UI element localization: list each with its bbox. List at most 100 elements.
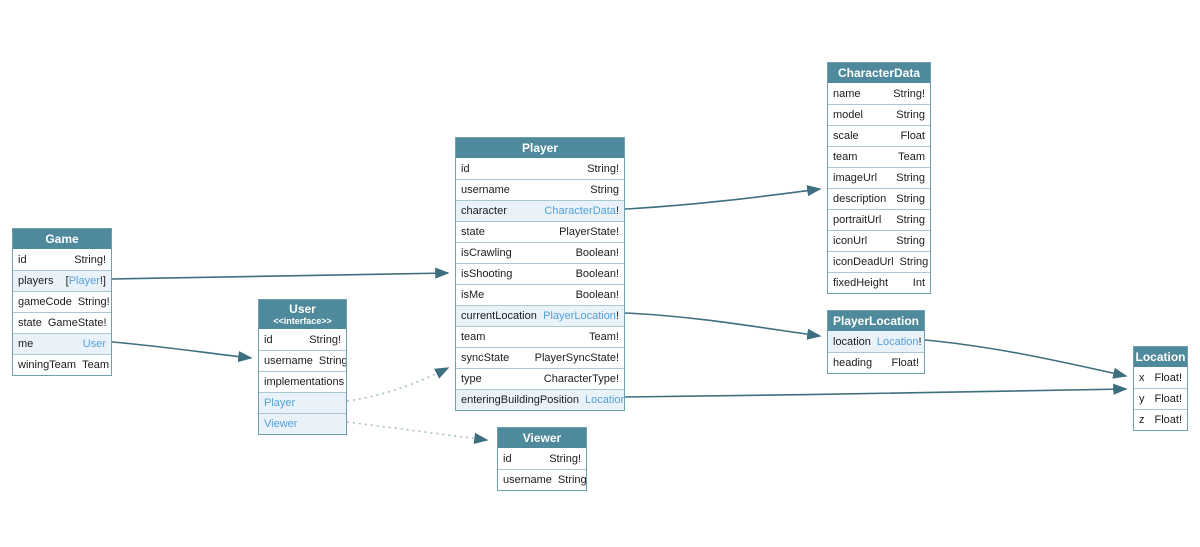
field-row-characterdata-portraiturl[interactable]: portraitUrl String [828,209,930,230]
field-row-user-viewer[interactable]: Viewer [259,413,346,434]
field-row-player-syncstate[interactable]: syncState PlayerSyncState! [456,347,624,368]
type-name: String [899,256,929,268]
field-row-user-username[interactable]: username String [259,350,346,371]
field-row-characterdata-icondeadurl[interactable]: iconDeadUrl String [828,251,930,272]
field-name: isShooting [461,268,513,280]
field-type: Boolean! [576,289,619,301]
field-row-location-x[interactable]: x Float! [1134,367,1187,388]
type-title: User [289,302,316,316]
field-type: GameState! [48,317,107,329]
field-type: Float! [1154,393,1182,405]
edge-player-character-to-characterdata[interactable] [624,185,822,210]
field-name: location [833,335,871,348]
type-table-player[interactable]: Player id String! username String charac… [455,137,625,411]
field-name: isCrawling [461,247,512,259]
field-row-playerlocation-location[interactable]: location Location! [828,331,924,352]
edge-user-viewer-to-viewer[interactable] [346,421,489,444]
type-table-playerlocation[interactable]: PlayerLocation location Location! headin… [827,310,925,374]
field-row-user-player[interactable]: Player [259,392,346,413]
field-row-player-state[interactable]: state PlayerState! [456,221,624,242]
type-subtitle: <<interface>> [273,316,332,326]
field-type: String [896,172,925,184]
type-name: Location [876,335,919,348]
field-row-characterdata-model[interactable]: model String [828,104,930,125]
field-row-characterdata-scale[interactable]: scale Float [828,125,930,146]
type-table-header[interactable]: Viewer [498,428,586,448]
field-row-player-isme[interactable]: isMe Boolean! [456,284,624,305]
edge-game-me-to-user[interactable] [111,341,253,363]
field-row-player-isshooting[interactable]: isShooting Boolean! [456,263,624,284]
type-name: String! [549,452,581,465]
edge-playerlocation-location-to-location[interactable] [924,339,1128,379]
field-row-characterdata-iconurl[interactable]: iconUrl String [828,230,930,251]
type-title: Game [45,231,79,246]
field-row-characterdata-team[interactable]: team Team [828,146,930,167]
field-rows: id String! username String character Cha… [456,158,624,410]
field-type: CharacterType! [544,373,619,385]
type-table-header[interactable]: Player [456,138,624,158]
type-name: Team [82,359,109,371]
field-row-player-type[interactable]: type CharacterType! [456,368,624,389]
field-row-user-id[interactable]: id String! [259,329,346,350]
field-row-game-winingteam[interactable]: winingTeam Team [13,354,111,375]
type-name: Team [898,151,925,163]
field-row-game-gamecode[interactable]: gameCode String! [13,291,111,312]
field-name: model [833,109,863,121]
field-row-player-username[interactable]: username String [456,179,624,200]
field-row-player-enteringbuildingposition[interactable]: enteringBuildingPosition Location [456,389,624,410]
type-table-location[interactable]: Location x Float! y Float! z Float! [1133,346,1188,431]
field-row-game-state[interactable]: state GameState! [13,312,111,333]
type-table-header[interactable]: Location [1134,347,1187,367]
type-name: Player [68,275,100,287]
type-table-header[interactable]: Game [13,229,111,249]
field-row-viewer-username[interactable]: username String [498,469,586,490]
field-row-game-id[interactable]: id String! [13,249,111,270]
field-row-viewer-id[interactable]: id String! [498,448,586,469]
edge-user-player-to-player[interactable] [346,367,450,402]
type-name: String! [74,253,106,266]
type-name: Float [900,130,925,142]
field-row-player-iscrawling[interactable]: isCrawling Boolean! [456,242,624,263]
edge-player-enteringbuildingposition-to-location[interactable] [624,383,1128,398]
field-type: Boolean! [576,268,619,280]
field-type: String! [549,453,581,465]
type-name: Team! [589,331,619,343]
field-row-player-team[interactable]: team Team! [456,326,624,347]
field-row-characterdata-fixedheight[interactable]: fixedHeight Int [828,272,930,293]
type-title: Location [1135,349,1186,364]
field-name: isMe [461,289,485,301]
field-row-characterdata-description[interactable]: description String [828,188,930,209]
field-rows: id String! players [Player!] gameCode St… [13,249,111,375]
type-table-header[interactable]: PlayerLocation [828,311,924,331]
field-type: Float! [891,357,919,369]
type-name: String [896,193,925,205]
field-name: description [833,193,887,205]
type-table-characterdata[interactable]: CharacterData name String! model String … [827,62,931,294]
type-name: String [318,355,346,367]
field-row-game-players[interactable]: players [Player!] [13,270,111,291]
field-row-user-implementations[interactable]: implementations [259,371,346,392]
field-row-playerlocation-heading[interactable]: heading Float! [828,352,924,373]
type-table-viewer[interactable]: Viewer id String! username String [497,427,587,491]
edge-player-currentlocation-to-playerlocation[interactable] [624,312,822,340]
field-row-characterdata-name[interactable]: name String! [828,83,930,104]
type-name: String [557,474,586,486]
field-row-player-currentlocation[interactable]: currentLocation PlayerLocation! [456,305,624,326]
field-row-location-y[interactable]: y Float! [1134,388,1187,409]
field-row-location-z[interactable]: z Float! [1134,409,1187,430]
field-type: String! [587,163,619,175]
field-row-player-id[interactable]: id String! [456,158,624,179]
field-row-player-character[interactable]: character CharacterData! [456,200,624,221]
type-table-game[interactable]: Game id String! players [Player!] gameCo… [12,228,112,376]
type-name: Boolean! [575,268,619,280]
type-table-header[interactable]: User <<interface>> [259,300,346,329]
field-name: type [461,373,482,385]
type-name: String [896,109,925,121]
edge-game-players-to-player[interactable] [111,267,450,280]
type-table-user[interactable]: User <<interface>> id String! username S… [258,299,347,435]
type-table-header[interactable]: CharacterData [828,63,930,83]
field-name: players [18,275,54,287]
field-row-game-me[interactable]: me User [13,333,111,354]
field-row-characterdata-imageurl[interactable]: imageUrl String [828,167,930,188]
field-type: Location! [877,336,922,348]
